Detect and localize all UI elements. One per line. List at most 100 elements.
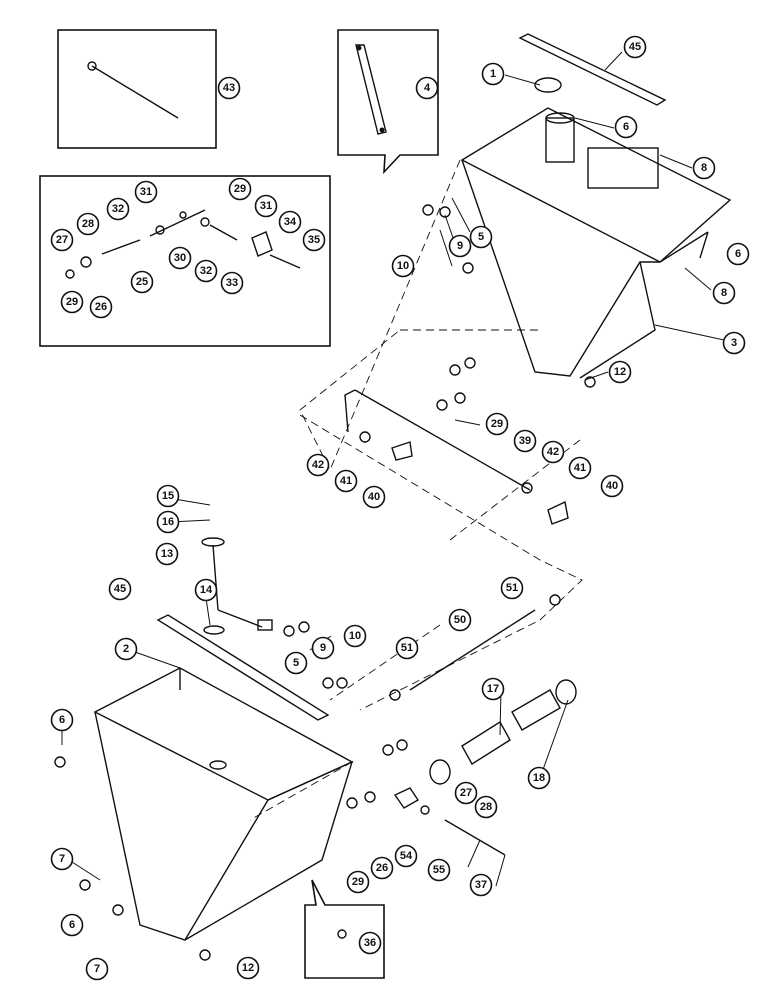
callout-40: 40 bbox=[362, 485, 386, 509]
callout-15: 15 bbox=[156, 484, 180, 508]
svg-text:28: 28 bbox=[480, 801, 492, 813]
rubber-strip-45-upper bbox=[518, 33, 667, 106]
svg-text:26: 26 bbox=[95, 301, 107, 313]
upper-fuel-tank bbox=[460, 77, 732, 379]
callout-35: 35 bbox=[302, 228, 326, 252]
callout-6: 6 bbox=[726, 242, 750, 266]
callout-6: 6 bbox=[60, 913, 84, 937]
callout-31: 31 bbox=[254, 194, 278, 218]
callout-36: 36 bbox=[358, 931, 382, 955]
callout-6: 6 bbox=[614, 115, 638, 139]
svg-text:45: 45 bbox=[114, 583, 126, 595]
svg-text:16: 16 bbox=[162, 516, 174, 528]
callout-43: 43 bbox=[217, 76, 241, 100]
svg-text:54: 54 bbox=[400, 850, 413, 862]
svg-text:50: 50 bbox=[454, 614, 466, 626]
callout-29: 29 bbox=[485, 412, 509, 436]
callout-51: 51 bbox=[500, 576, 524, 600]
svg-text:4: 4 bbox=[424, 82, 431, 94]
svg-text:6: 6 bbox=[623, 121, 629, 133]
callout-32: 32 bbox=[106, 197, 130, 221]
svg-text:10: 10 bbox=[349, 630, 361, 642]
svg-text:31: 31 bbox=[140, 186, 152, 198]
svg-text:32: 32 bbox=[200, 265, 212, 277]
svg-text:12: 12 bbox=[242, 962, 254, 974]
svg-text:32: 32 bbox=[112, 203, 124, 215]
callout-42: 42 bbox=[306, 453, 330, 477]
callout-14: 14 bbox=[194, 578, 218, 602]
lower-fuel-tank bbox=[93, 667, 354, 941]
svg-text:27: 27 bbox=[56, 234, 68, 246]
callout-5: 5 bbox=[469, 225, 493, 249]
svg-text:35: 35 bbox=[308, 234, 320, 246]
svg-text:39: 39 bbox=[519, 435, 531, 447]
callout-18: 18 bbox=[527, 766, 551, 790]
svg-text:6: 6 bbox=[59, 714, 65, 726]
callout-30: 30 bbox=[168, 246, 192, 270]
svg-text:15: 15 bbox=[162, 490, 174, 502]
callout-13: 13 bbox=[155, 542, 179, 566]
callout-33: 33 bbox=[220, 271, 244, 295]
fuel-line-39 bbox=[344, 389, 531, 491]
svg-text:41: 41 bbox=[574, 462, 586, 474]
svg-text:7: 7 bbox=[94, 963, 100, 975]
fuel-line-50 bbox=[409, 609, 536, 691]
svg-text:14: 14 bbox=[200, 584, 213, 596]
callout-32: 32 bbox=[194, 259, 218, 283]
callout-25: 25 bbox=[130, 270, 154, 294]
callout-40: 40 bbox=[600, 474, 624, 498]
inset-strap-4 bbox=[337, 29, 439, 175]
callout-34: 34 bbox=[278, 210, 302, 234]
callout-10: 10 bbox=[343, 624, 367, 648]
svg-text:55: 55 bbox=[433, 864, 445, 876]
callout-29: 29 bbox=[60, 290, 84, 314]
rubber-strip-45-lower bbox=[156, 614, 330, 721]
svg-text:41: 41 bbox=[340, 475, 352, 487]
svg-text:9: 9 bbox=[457, 240, 463, 252]
svg-text:12: 12 bbox=[614, 366, 626, 378]
callout-16: 16 bbox=[156, 510, 180, 534]
svg-text:3: 3 bbox=[731, 337, 737, 349]
callout-39: 39 bbox=[513, 429, 537, 453]
svg-text:25: 25 bbox=[136, 276, 148, 288]
callout-42: 42 bbox=[541, 440, 565, 464]
callout-3: 3 bbox=[722, 331, 746, 355]
callout-45: 45 bbox=[623, 35, 647, 59]
callout-26: 26 bbox=[370, 856, 394, 880]
callout-26: 26 bbox=[89, 295, 113, 319]
callout-12: 12 bbox=[236, 956, 260, 980]
callout-10: 10 bbox=[391, 254, 415, 278]
callout-4: 4 bbox=[415, 76, 439, 100]
callout-12: 12 bbox=[608, 360, 632, 384]
callout-41: 41 bbox=[334, 469, 358, 493]
svg-text:6: 6 bbox=[69, 919, 75, 931]
svg-text:8: 8 bbox=[701, 162, 707, 174]
callout-27: 27 bbox=[454, 781, 478, 805]
svg-text:27: 27 bbox=[460, 787, 472, 799]
svg-text:18: 18 bbox=[533, 772, 545, 784]
svg-text:1: 1 bbox=[490, 68, 496, 80]
callout-9: 9 bbox=[311, 636, 335, 660]
svg-text:33: 33 bbox=[226, 277, 238, 289]
svg-text:8: 8 bbox=[721, 287, 727, 299]
fuel-level-sender bbox=[201, 537, 273, 635]
svg-text:37: 37 bbox=[475, 879, 487, 891]
callout-9: 9 bbox=[448, 234, 472, 258]
inset-bolt-43 bbox=[57, 29, 217, 149]
svg-text:42: 42 bbox=[547, 446, 559, 458]
callout-7: 7 bbox=[50, 847, 74, 871]
callout-1: 1 bbox=[481, 62, 505, 86]
callout-51: 51 bbox=[395, 636, 419, 660]
svg-text:26: 26 bbox=[376, 862, 388, 874]
callout-50: 50 bbox=[448, 608, 472, 632]
callout-28: 28 bbox=[474, 795, 498, 819]
svg-text:10: 10 bbox=[397, 260, 409, 272]
callout-31: 31 bbox=[134, 180, 158, 204]
callout-6: 6 bbox=[50, 708, 74, 732]
svg-text:9: 9 bbox=[320, 642, 326, 654]
callout-5: 5 bbox=[284, 651, 308, 675]
svg-text:51: 51 bbox=[506, 582, 518, 594]
svg-text:43: 43 bbox=[223, 82, 235, 94]
svg-text:5: 5 bbox=[478, 231, 484, 243]
